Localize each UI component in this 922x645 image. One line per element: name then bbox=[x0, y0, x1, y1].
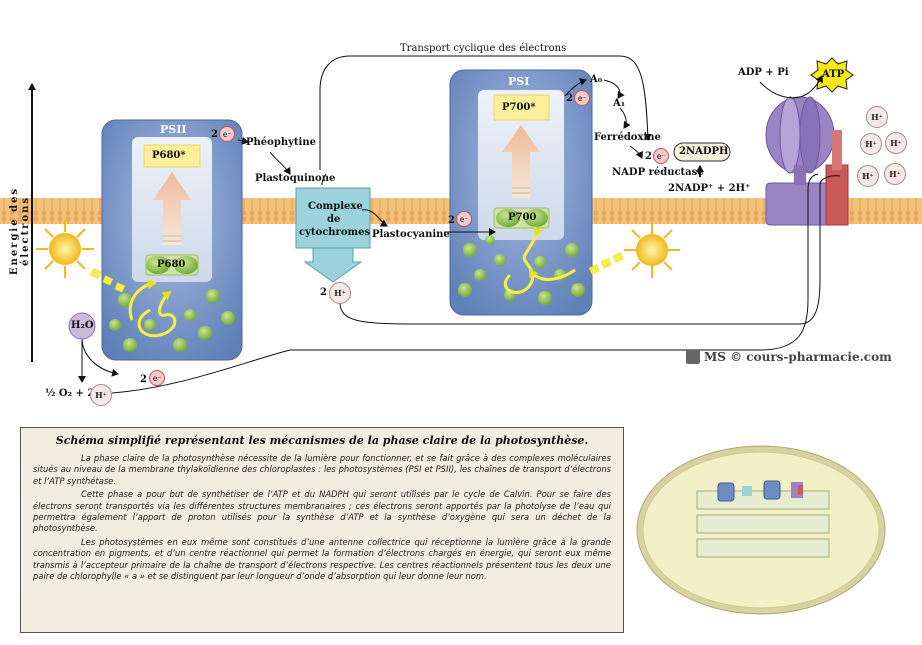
atp-label: ATP bbox=[822, 69, 845, 80]
electron-count: 2 bbox=[566, 93, 573, 104]
cytochrome-label-2: de bbox=[327, 214, 341, 225]
electron-icon: e⁻ bbox=[653, 148, 669, 164]
nadp-input-label: 2NADP⁺ + 2H⁺ bbox=[668, 183, 751, 194]
nadp-reductase-label: NADP réductase bbox=[612, 167, 704, 178]
adp-pi-label: ADP + Pi bbox=[738, 67, 789, 78]
h-plus-ion: H⁺ bbox=[866, 106, 888, 128]
chloroplast-thumbnail bbox=[636, 445, 886, 615]
a0-label: A₀ bbox=[590, 74, 603, 85]
h-plus-count: 2 bbox=[320, 287, 327, 298]
plastocyanine-label: Plastocyanine bbox=[372, 229, 450, 240]
description-paragraph: Les photosystèmes en eux même sont const… bbox=[33, 536, 611, 582]
electron-count: 2 bbox=[211, 129, 218, 140]
watermark-logo-icon bbox=[686, 350, 700, 364]
p680-label: P680 bbox=[157, 259, 186, 270]
cyclic-transport-label: Transport cyclique des électrons bbox=[400, 43, 567, 54]
h2o-molecule bbox=[68, 312, 96, 340]
p700-label: P700 bbox=[508, 212, 537, 223]
p700-excited-label: P700* bbox=[502, 102, 536, 113]
electron-icon: e⁻ bbox=[574, 90, 590, 106]
atp-synthase bbox=[765, 96, 849, 226]
h-plus-ion: H⁺ bbox=[329, 282, 351, 304]
h2o-label: H₂O bbox=[71, 320, 94, 331]
plastoquinone-label: Plastoquinone bbox=[255, 173, 336, 184]
description-paragraph: La phase claire de la photosynthèse néce… bbox=[33, 453, 611, 486]
h-plus-ion: H⁺ bbox=[860, 133, 882, 155]
description-paragraph: Cette phase a pour but de synthétiser de… bbox=[33, 489, 611, 534]
psii-label: PSII bbox=[160, 123, 187, 136]
electron-count: 2 bbox=[645, 151, 652, 162]
h-plus-ion: H⁺ bbox=[885, 132, 907, 154]
ferredoxine-label: Ferrédoxine bbox=[594, 132, 661, 143]
description-box: Schéma simplifié représentant les mécani… bbox=[20, 427, 624, 633]
cytochrome-label-3: cytochromes bbox=[299, 227, 371, 238]
psii-complex bbox=[101, 119, 243, 361]
energy-axis-label: Energie des électrons bbox=[9, 186, 31, 276]
nadph-box bbox=[673, 142, 731, 162]
pheophytine-label: Phéophytine bbox=[246, 137, 316, 148]
electron-count: 2 bbox=[140, 374, 147, 385]
h-plus-ion: H⁺ bbox=[857, 165, 879, 187]
psi-label: PSI bbox=[508, 75, 530, 88]
description-title: Schéma simplifié représentant les mécani… bbox=[55, 434, 589, 447]
cytochrome-label-1: Complexe bbox=[308, 201, 363, 212]
p680-excited-label: P680* bbox=[152, 150, 186, 161]
watermark: MS © cours-pharmacie.com bbox=[686, 350, 892, 364]
electron-count: 2 bbox=[448, 215, 455, 226]
electron-icon: e⁻ bbox=[456, 211, 472, 227]
electron-icon: e⁻ bbox=[149, 370, 165, 386]
h-plus-ion: H⁺ bbox=[884, 163, 906, 185]
cytochrome-complex bbox=[295, 187, 371, 283]
electron-icon: e⁻ bbox=[219, 126, 235, 142]
h-plus-ion: H⁺ bbox=[90, 384, 112, 406]
oxygen-label: ½ O₂ + 2 bbox=[45, 388, 95, 399]
sun-icon-right bbox=[588, 222, 680, 278]
sun-icon-left bbox=[36, 220, 126, 293]
a1-label: A₁ bbox=[613, 98, 626, 109]
atp-star-icon bbox=[810, 57, 854, 93]
psi-complex bbox=[449, 69, 593, 316]
nadph-label: 2NADPH bbox=[679, 146, 729, 157]
